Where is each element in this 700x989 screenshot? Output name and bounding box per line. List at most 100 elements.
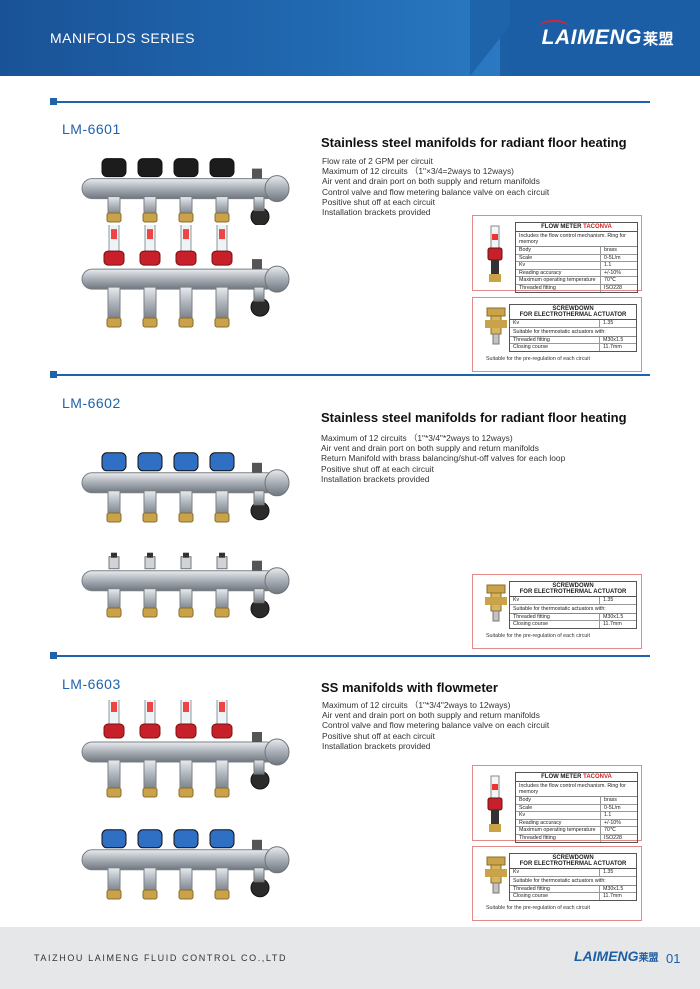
feature-item: Control valve and flow metering balance … (322, 186, 550, 197)
manifold-photo-blue-caps (81, 452, 290, 523)
page-footer (0, 927, 700, 989)
spec-value: 1.1 (604, 812, 612, 819)
spec-label: Body (516, 247, 601, 254)
flowmeter-collar (211, 250, 233, 266)
drain-port (253, 759, 265, 775)
spec-label: Threaded fitting (516, 834, 601, 842)
flow-meter-indicator (111, 702, 117, 712)
model-number: LM-6603 (62, 676, 121, 692)
footer-logo-text: LAIMENG (574, 948, 639, 964)
table-row: Reading accuracy+/-10% (516, 269, 637, 278)
control-knob (209, 452, 235, 472)
manifold-bar (81, 741, 278, 763)
feature-item: Air vent and drain port on both supply a… (322, 176, 540, 187)
valve-flange (485, 320, 507, 328)
header-gradient (0, 0, 500, 76)
spec-value: M30x1.5 (603, 336, 624, 343)
brass-fitting (178, 787, 194, 798)
feature-item: Air vent and drain port on both supply a… (321, 443, 539, 454)
brass-fitting (142, 787, 158, 798)
page-header (0, 0, 700, 76)
table-title-line: SCREWDOWN (552, 583, 594, 589)
flowmeter-collar (103, 250, 125, 266)
manifold-end-nut (264, 469, 290, 497)
brass-fitting (178, 212, 194, 223)
meter-thread (489, 274, 501, 282)
flowmeter-collar (211, 723, 233, 739)
screwdown-valve-icon (485, 856, 507, 894)
brass-fitting (178, 607, 194, 618)
table-row: Reading accuracy+/-10% (516, 819, 637, 828)
brass-fitting (142, 889, 158, 900)
screwdown-caption: Suitable for the pre-regulation of each … (486, 633, 590, 639)
table-title-line: SCREWDOWN (552, 855, 594, 861)
spec-label: Maximum operating temperature (516, 277, 601, 284)
manifold-end-nut (264, 846, 290, 874)
table-note: Suitable for thermostatic actuators with… (510, 605, 636, 614)
control-knob (209, 158, 235, 178)
feature-item: Positive shut off at each circuit (322, 196, 435, 207)
control-knob (137, 452, 163, 472)
brass-fitting (178, 512, 194, 523)
flowmeter-collar (139, 723, 161, 739)
valve-cap (486, 584, 506, 594)
flow-meter-indicator (147, 702, 153, 712)
brass-fitting (106, 889, 122, 900)
spec-label: Scale (516, 804, 601, 812)
manifold-photo-balancing-valves (81, 552, 290, 619)
meter-indicator (492, 784, 498, 790)
spec-value: M30x1.5 (603, 613, 624, 620)
spec-label: Threaded fitting (516, 284, 601, 292)
logo-cn: 莱盟 (642, 31, 674, 48)
flow-meter-icon (487, 225, 503, 282)
table-title-line: SCREWDOWN (552, 306, 594, 312)
brass-fitting (106, 607, 122, 618)
valve-stem (108, 556, 120, 570)
spec-label: Closing course (510, 893, 600, 900)
brass-fitting (178, 889, 194, 900)
spec-value: +/-10% (604, 269, 621, 276)
valve-cap (486, 856, 506, 866)
spec-label: Closing course (510, 344, 600, 351)
valve-stem (216, 556, 228, 570)
feature-list: Maximum of 12 circuits （1"*3/4"*2ways to… (321, 433, 565, 484)
drain-port (253, 588, 265, 604)
brass-fitting (142, 317, 158, 328)
header-logo-area (510, 0, 700, 76)
meter-collar (487, 247, 503, 261)
spec-value: ISO228 (604, 834, 622, 841)
brass-fitting (142, 607, 158, 618)
air-vent (252, 839, 262, 850)
table-title-brand: TACONVA (583, 224, 612, 230)
valve-stem-top (147, 552, 153, 558)
control-knob (173, 158, 199, 178)
section-rule (50, 98, 650, 105)
brass-fitting (142, 212, 158, 223)
product-title: Stainless steel manifolds for radiant fl… (321, 135, 627, 150)
spec-label: Threaded fitting (510, 885, 600, 893)
outlet-pipe (143, 759, 157, 793)
flow-meter-indicator (183, 702, 189, 712)
spec-value: 11.7mm (603, 344, 622, 351)
control-knob (173, 452, 199, 472)
brass-fitting (178, 317, 194, 328)
spec-value: brass (604, 247, 617, 253)
screwdown-caption: Suitable for the pre-regulation of each … (486, 356, 590, 362)
outlet-pipe (107, 759, 121, 793)
brass-fitting (106, 212, 122, 223)
spec-label: Reading accuracy (516, 269, 601, 277)
spec-value: ISO228 (604, 284, 622, 291)
feature-item: Maximum of 12 circuits （1"×3/4=2ways to … (322, 166, 514, 177)
